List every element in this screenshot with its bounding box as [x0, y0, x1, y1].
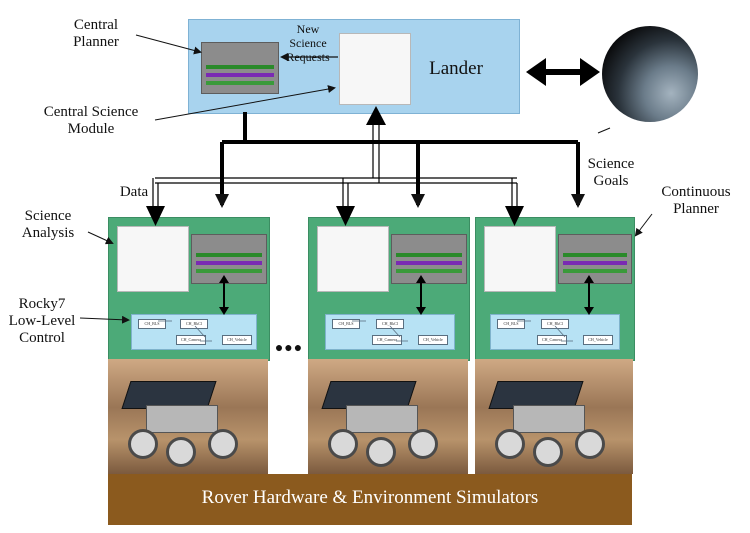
continuous-planner-display [558, 234, 632, 284]
control-node: CH_BLS [332, 319, 360, 329]
low-level-control-panel: CH_BLS CH_BkCl CH_Camera CH_Vehicle [490, 314, 620, 350]
continuous-planner-display [391, 234, 467, 284]
new-science-requests-label: New Science Requests [286, 22, 330, 64]
science-analysis-plot [484, 226, 556, 292]
science-analysis-label: Science Analysis [21, 208, 75, 241]
continuous-planner-display [191, 234, 267, 284]
data-arrows [152, 125, 518, 206]
science-analysis-plot [317, 226, 389, 292]
control-node: CH_BLS [497, 319, 525, 329]
data-arrowheads [146, 106, 524, 226]
control-node: CH_BkCl [376, 319, 404, 329]
science-unit-1: CH_BLS CH_BkCl CH_Camera CH_Vehicle [108, 217, 270, 361]
rover-photo [308, 359, 468, 474]
continuous-planner-label: Continuous Planner [661, 184, 731, 217]
rocky7-control-label: Rocky7 Low-Level Control [8, 296, 76, 346]
control-node: CH_Vehicle [418, 335, 448, 345]
science-analysis-plot [117, 226, 189, 292]
data-label: Data [119, 184, 149, 200]
lander-planet-arrow [526, 58, 600, 86]
control-node: CH_BkCl [541, 319, 569, 329]
central-science-module-label: Central Science Module [43, 104, 139, 137]
central-planner-label: Central Planner [73, 17, 119, 50]
control-node: CH_Vehicle [583, 335, 613, 345]
central-science-plot [339, 33, 411, 105]
control-node: CH_BLS [138, 319, 166, 329]
rover-photo [475, 359, 633, 474]
simulator-bar: Rover Hardware & Environment Simulators [108, 474, 632, 525]
ellipsis-dots: ●●● [274, 341, 304, 356]
planet-image [602, 26, 698, 122]
simulator-title: Rover Hardware & Environment Simulators [201, 487, 539, 508]
lander-box: Lander New Science Requests [188, 19, 520, 114]
science-goals-label: Science Goals [587, 156, 635, 189]
control-node: CH_BkCl [180, 319, 208, 329]
low-level-control-panel: CH_BLS CH_BkCl CH_Camera CH_Vehicle [325, 314, 455, 350]
science-goals-arrows [215, 112, 585, 208]
low-level-control-panel: CH_BLS CH_BkCl CH_Camera CH_Vehicle [131, 314, 257, 350]
planner-control-arrows [223, 281, 590, 309]
control-node: CH_Camera [176, 335, 206, 345]
control-node: CH_Camera [537, 335, 567, 345]
science-unit-3: CH_BLS CH_BkCl CH_Camera CH_Vehicle [475, 217, 635, 361]
annotation-pointers [79, 34, 653, 324]
central-planner-display [201, 42, 279, 94]
rover-photo [108, 359, 268, 474]
control-node: CH_Camera [372, 335, 402, 345]
lander-title: Lander [429, 58, 483, 79]
control-node: CH_Vehicle [222, 335, 252, 345]
science-unit-2: CH_BLS CH_BkCl CH_Camera CH_Vehicle [308, 217, 470, 361]
